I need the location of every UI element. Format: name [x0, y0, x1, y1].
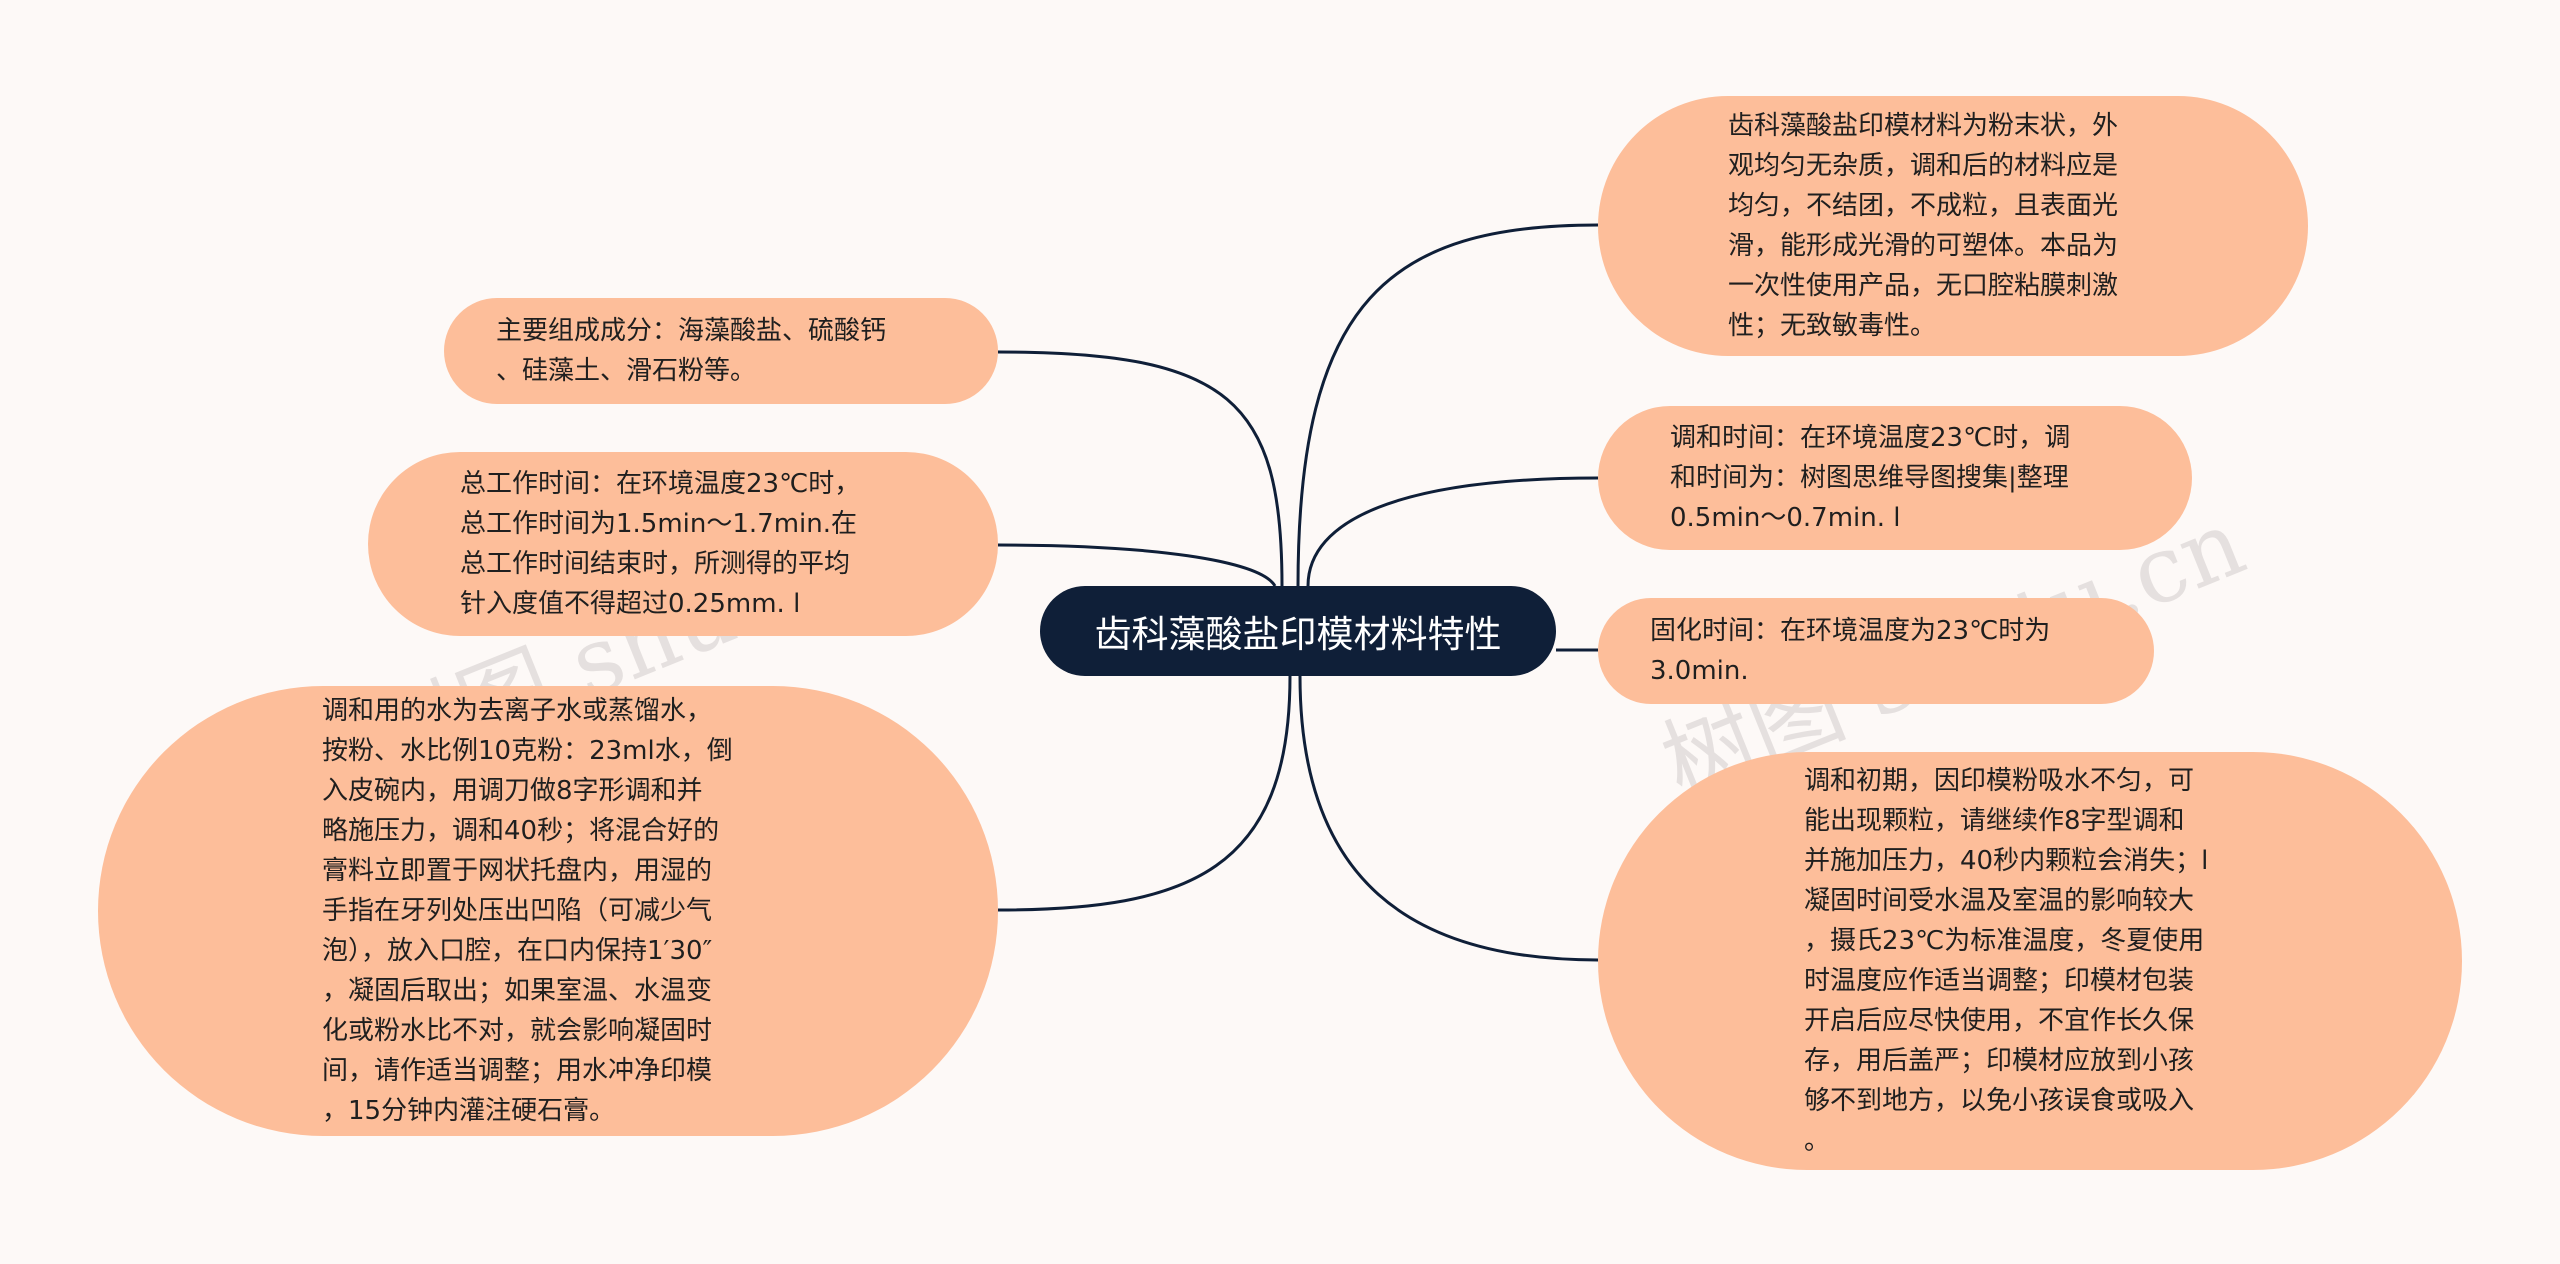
node-composition[interactable]: 主要组成成分：海藻酸盐、硫酸钙 、硅藻土、滑石粉等。	[444, 298, 998, 404]
connector-notes	[1298, 675, 1599, 962]
connector-total-working-time	[997, 543, 1277, 587]
central-topic[interactable]: 齿科藻酸盐印模材料特性	[1040, 586, 1556, 676]
node-notes-text: 调和初期，因印模粉吸水不匀，可 能出现颗粒，请继续作8字型调和 并施加压力，40…	[1804, 766, 2209, 1156]
central-topic-title: 齿科藻酸盐印模材料特性	[1094, 613, 1502, 656]
node-setting-time[interactable]: 固化时间：在环境温度为23℃时为 3.0min.	[1598, 598, 2154, 704]
connector-mixing-time	[1306, 476, 1599, 587]
node-setting-time-text: 固化时间：在环境温度为23℃时为 3.0min.	[1650, 616, 2051, 686]
node-mixing-time[interactable]: 调和时间：在环境温度23℃时，调 和时间为：树图思维导图搜集|整理 0.5min…	[1598, 406, 2192, 550]
node-notes[interactable]: 调和初期，因印模粉吸水不匀，可 能出现颗粒，请继续作8字型调和 并施加压力，40…	[1598, 752, 2462, 1170]
connector-composition	[997, 350, 1284, 587]
node-appearance-text: 齿科藻酸盐印模材料为粉末状，外 观均匀无杂质，调和后的材料应是 均匀，不结团，不…	[1728, 111, 2119, 341]
node-mixing-time-text: 调和时间：在环境温度23℃时，调 和时间为：树图思维导图搜集|整理 0.5min…	[1670, 423, 2071, 533]
connector-mixing-method	[997, 675, 1292, 912]
node-total-working-time-text: 总工作时间：在环境温度23℃时， 总工作时间为1.5min～1.7min.在 总…	[460, 469, 861, 619]
node-mixing-method[interactable]: 调和用的水为去离子水或蒸馏水， 按粉、水比例10克粉：23ml水，倒 入皮碗内，…	[98, 686, 998, 1136]
node-total-working-time[interactable]: 总工作时间：在环境温度23℃时， 总工作时间为1.5min～1.7min.在 总…	[368, 452, 998, 636]
node-mixing-method-text: 调和用的水为去离子水或蒸馏水， 按粉、水比例10克粉：23ml水，倒 入皮碗内，…	[322, 696, 733, 1126]
connector-appearance	[1296, 223, 1599, 587]
node-appearance[interactable]: 齿科藻酸盐印模材料为粉末状，外 观均匀无杂质，调和后的材料应是 均匀，不结团，不…	[1598, 96, 2308, 356]
node-composition-text: 主要组成成分：海藻酸盐、硫酸钙 、硅藻土、滑石粉等。	[496, 316, 887, 386]
